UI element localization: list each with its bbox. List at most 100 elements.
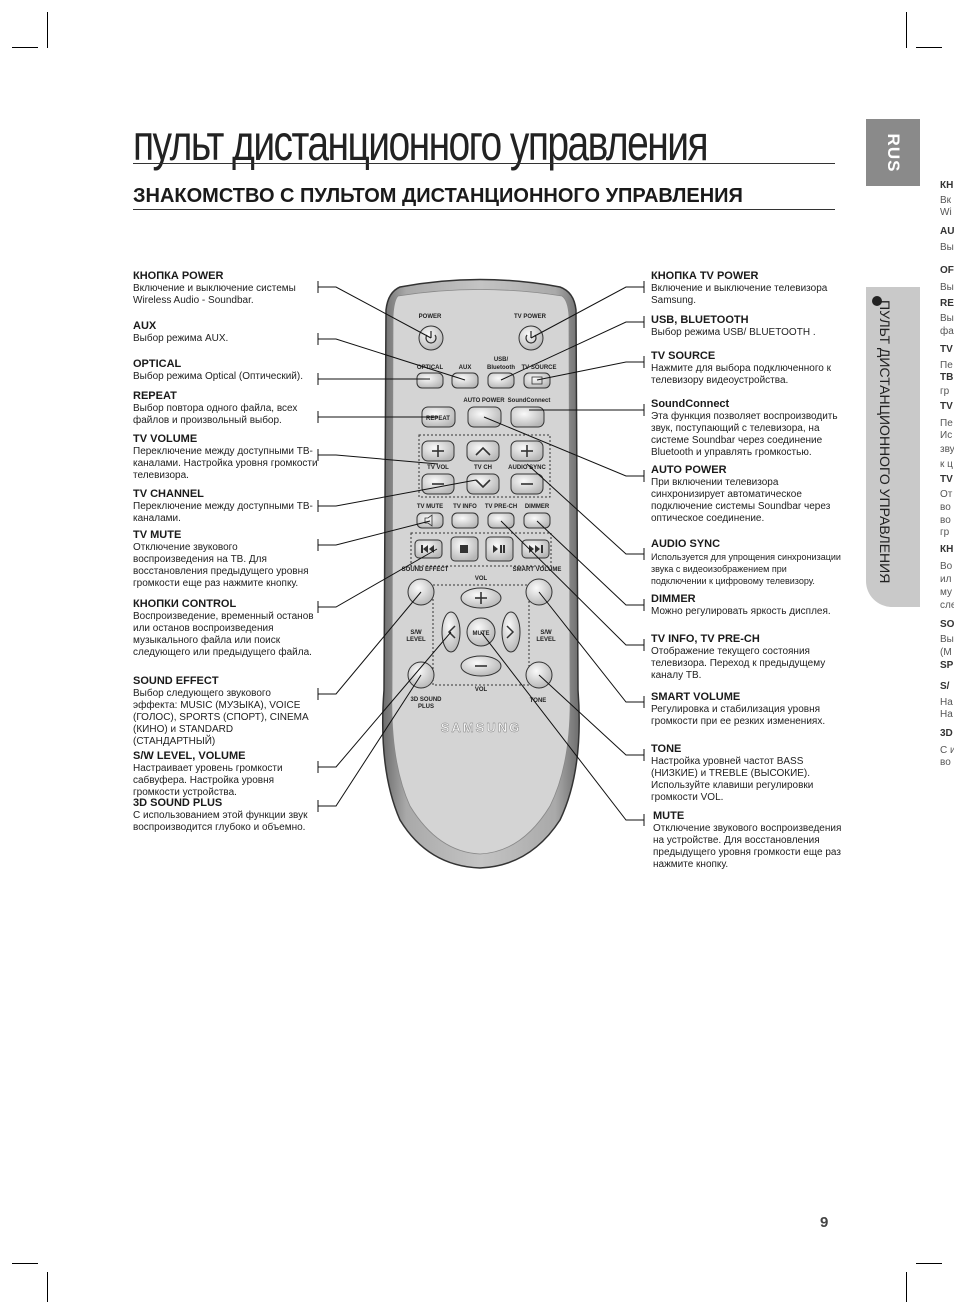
bleed-fragment: Вы bbox=[940, 634, 954, 645]
tv-source-button bbox=[523, 372, 551, 389]
bleed-fragment: му bbox=[940, 587, 952, 598]
annotation-text: Настраивает уровень громкости сабвуфера.… bbox=[133, 763, 283, 798]
annotation-heading: TV CHANNEL bbox=[133, 488, 204, 500]
soundconnect-button bbox=[510, 406, 545, 428]
bleed-fragment: С и bbox=[940, 745, 954, 756]
bleed-fragment: гр bbox=[940, 386, 950, 397]
annotation-heading: S/W LEVEL, VOLUME bbox=[133, 750, 246, 762]
sw-label: S/W bbox=[410, 630, 422, 636]
bleed-fragment: Вы bbox=[940, 282, 954, 293]
annotation-heading: 3D SOUND PLUS bbox=[133, 797, 223, 809]
crop-mark bbox=[916, 47, 942, 48]
bleed-fragment: ТВ bbox=[940, 372, 954, 383]
annotation-text: Можно регулировать яркость дисплея. bbox=[651, 606, 831, 617]
crop-mark bbox=[47, 12, 48, 48]
annotation-heading: КНОПКА TV POWER bbox=[651, 270, 759, 282]
bleed-fragment: На bbox=[940, 709, 953, 720]
sw-label-right: S/W bbox=[540, 630, 552, 636]
bleed-fragment: зву bbox=[940, 444, 954, 455]
page-title: пульт дистанционного управления bbox=[133, 115, 709, 171]
mute-label: MUTE bbox=[473, 631, 490, 637]
bluetooth-label: Bluetooth bbox=[487, 365, 515, 371]
bleed-fragment: Во bbox=[940, 561, 953, 572]
stop-icon bbox=[460, 545, 468, 553]
crop-mark bbox=[12, 47, 38, 48]
bleed-fragment: КН bbox=[940, 180, 954, 191]
bleed-fragment: гр bbox=[940, 527, 950, 538]
tv-vol-label: TV VOL bbox=[427, 465, 449, 471]
tv-ch-label: TV CH bbox=[474, 465, 492, 471]
power-icon bbox=[425, 331, 437, 344]
annotation-text: С использованием этой функции звук воспр… bbox=[133, 810, 308, 833]
annotation-heading: USB, BLUETOOTH bbox=[651, 314, 749, 326]
bleed-fragment: На bbox=[940, 697, 953, 708]
tv-source-label: TV SOURCE bbox=[521, 365, 556, 371]
annotation-heading: КНОПКИ CONTROL bbox=[133, 598, 237, 610]
bleed-fragment: SO bbox=[940, 619, 954, 630]
sw-level-up-button bbox=[501, 611, 521, 653]
speaker-mute-icon bbox=[424, 514, 433, 527]
annotation-heading: SoundConnect bbox=[651, 398, 730, 410]
tone-label: TONE bbox=[530, 698, 547, 704]
leader-lines bbox=[318, 286, 644, 821]
aux-button bbox=[451, 372, 479, 389]
annotation-text: Отключение звукового воспроизведения на … bbox=[653, 823, 842, 870]
annotation-heading: AUX bbox=[133, 320, 157, 332]
annotation-heading: SMART VOLUME bbox=[651, 691, 741, 703]
annotation-text: Переключение между доступными ТВ-каналам… bbox=[133, 446, 318, 481]
3d-sound-label: 3D SOUND bbox=[410, 697, 442, 703]
level-label-right: LEVEL bbox=[536, 637, 556, 643]
bleed-fragment: Вы bbox=[940, 242, 954, 253]
annotation-text: Эта функция позволяет воспроизводить зву… bbox=[651, 411, 838, 458]
tv-mute-label: TV MUTE bbox=[417, 504, 443, 510]
bleed-fragment: к ц bbox=[940, 459, 953, 470]
crop-mark bbox=[916, 1263, 942, 1264]
annotation-heading: TV VOLUME bbox=[133, 433, 198, 445]
annotation-text: Отключение звукового воспроизведения на … bbox=[133, 542, 309, 589]
annotation-text: Выбор повтора одного файла, всех файлов … bbox=[133, 403, 298, 426]
bleed-fragment: во bbox=[940, 502, 951, 513]
bleed-fragment: От bbox=[940, 489, 953, 500]
annotation-heading: AUTO POWER bbox=[651, 464, 727, 476]
chevron-up-icon bbox=[475, 446, 491, 456]
annotation-text: Выбор следующего звукового эффекта: MUSI… bbox=[133, 688, 309, 747]
tv-mute-button bbox=[416, 512, 444, 529]
bleed-fragment: фа bbox=[940, 326, 954, 337]
annotation-text: Отображение текущего состояния телевизор… bbox=[651, 646, 826, 681]
usb-label: USB/ bbox=[494, 357, 509, 363]
plus-icon bbox=[432, 445, 444, 457]
next-icon bbox=[529, 545, 543, 553]
bleed-fragment: 3D bbox=[940, 728, 953, 739]
bleed-fragment: TV bbox=[940, 401, 953, 412]
tv-ch-up-button bbox=[466, 440, 500, 462]
tv-info-button bbox=[451, 512, 479, 529]
annotation-heading: DIMMER bbox=[651, 593, 696, 605]
auto-power-label: AUTO POWER bbox=[463, 398, 505, 404]
bleed-fragment: Wi bbox=[940, 207, 952, 218]
bleed-fragment: Пе bbox=[940, 418, 953, 429]
bleed-fragment: ил bbox=[940, 574, 952, 585]
bleed-fragment: RE bbox=[940, 298, 954, 309]
bleed-fragment: во bbox=[940, 515, 951, 526]
previous-button bbox=[414, 539, 443, 559]
chevron-down-icon bbox=[475, 479, 491, 489]
optical-button bbox=[416, 372, 444, 389]
annotation-text: Включение и выключение системы Wireless … bbox=[133, 283, 296, 306]
bleed-fragment: Ис bbox=[940, 430, 953, 441]
tv-power-label: TV POWER bbox=[514, 314, 547, 320]
tv-controls-group bbox=[418, 434, 551, 498]
annotation-text: Выбор режима USB/ BLUETOOTH . bbox=[651, 327, 816, 338]
annotation-heading: TV SOURCE bbox=[651, 350, 716, 362]
aux-label: AUX bbox=[459, 365, 472, 371]
title-rule bbox=[133, 163, 835, 164]
